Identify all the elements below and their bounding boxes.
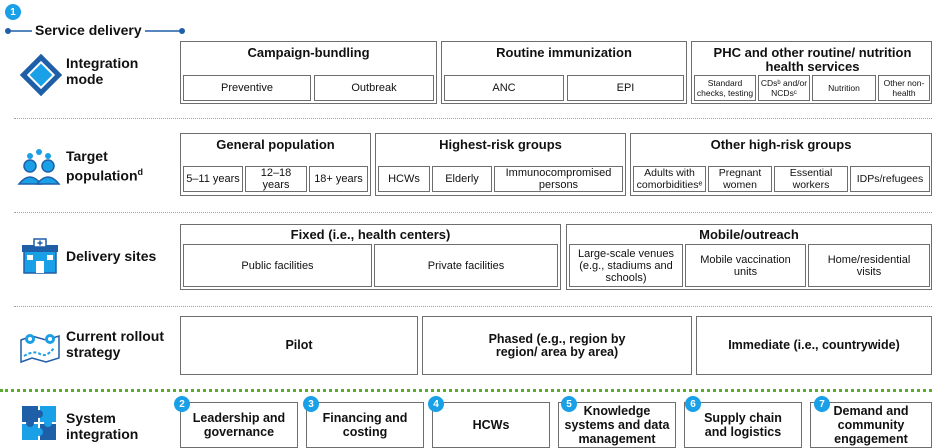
routine-immunization-header: Routine immunization (496, 45, 632, 60)
fixed-sites-group (180, 224, 561, 290)
population-cell: Immunocompromised persons (494, 166, 623, 192)
row-separator (14, 118, 932, 119)
other-high-risk-group (630, 133, 932, 196)
population-cell: Essential workers (774, 166, 848, 192)
delivery-site-cell: Mobile vaccination units (685, 244, 806, 287)
delivery-sites-title: Delivery sites (66, 248, 157, 264)
population-cell: Elderly (432, 166, 492, 192)
general-population-group (180, 133, 371, 196)
diamond-icon (19, 53, 63, 97)
green-dotted-separator (0, 389, 932, 392)
service-delivery-title: Service delivery (32, 22, 145, 38)
highest-risk-header: Highest-risk groups (439, 137, 562, 152)
system-box-leadership: Leadership and governance (180, 402, 298, 448)
step-1-badge: 1 (5, 4, 21, 20)
mobile-outreach-header: Mobile/outreach (699, 227, 799, 242)
routine-immunization-group (441, 41, 687, 104)
system-box-demand: Demand and community engagement (810, 402, 932, 448)
rollout-option: Immediate (i.e., countrywide) (696, 316, 932, 375)
rollout-option: Pilot (180, 316, 418, 375)
system-box-financing: Financing and costing (306, 402, 424, 448)
population-cell: Adults with comorbiditiesᵉ (633, 166, 706, 192)
row-separator (14, 306, 932, 307)
population-cell: 12–18 years (245, 166, 307, 192)
other-high-risk-header: Other high-risk groups (710, 137, 852, 152)
row-separator (14, 212, 932, 213)
step-7-badge: 7 (814, 396, 830, 412)
delivery-site-cell: Private facilities (374, 244, 558, 287)
system-box-knowledge: Knowledge systems and data management (558, 402, 676, 448)
fixed-sites-header: Fixed (i.e., health centers) (290, 227, 451, 242)
system-box-supply-chain: Supply chain and logistics (684, 402, 802, 448)
mobile-outreach-group (566, 224, 932, 290)
puzzle-icon (22, 406, 56, 440)
step-6-badge: 6 (685, 396, 701, 412)
rollout-option: Phased (e.g., region by region/ area by … (422, 316, 692, 375)
highest-risk-group (375, 133, 626, 196)
step-2-badge: 2 (174, 396, 190, 412)
delivery-site-cell: Home/residential visits (808, 244, 930, 287)
clinic-building-icon (22, 238, 58, 274)
people-icon (17, 149, 61, 185)
rollout-strategy-title: Current rollout strategy (66, 328, 164, 360)
campaign-bundling-group (180, 41, 437, 104)
system-box-hcws: HCWs (432, 402, 550, 448)
delivery-site-cell: Public facilities (183, 244, 372, 287)
target-population-title: Target populationd (66, 148, 144, 184)
phc-header: PHC and other routine/ nutrition health … (713, 45, 912, 74)
integration-cell: CDsᵇ and/or NCDsᶜ (758, 75, 810, 101)
phc-group (691, 41, 932, 104)
integration-cell: Nutrition (812, 75, 876, 101)
integration-cell: ANC (444, 75, 564, 101)
delivery-site-cell: Large-scale venues (e.g., stadiums and s… (569, 244, 683, 287)
integration-cell: EPI (567, 75, 684, 101)
population-cell: Pregnant women (708, 166, 772, 192)
step-3-badge: 3 (303, 396, 319, 412)
system-integration-title: System integration (66, 410, 139, 442)
integration-cell: Other non-health (878, 75, 930, 101)
integration-cell: Outbreak (314, 75, 434, 101)
population-cell: 5–11 years (183, 166, 243, 192)
population-cell: HCWs (378, 166, 430, 192)
population-cell: IDPs/refugees (850, 166, 930, 192)
campaign-bundling-header: Campaign-bundling (247, 45, 370, 60)
integration-mode-title: Integration mode (66, 55, 139, 87)
integration-cell: Preventive (183, 75, 311, 101)
step-5-badge: 5 (561, 396, 577, 412)
general-population-header: General population (216, 137, 335, 152)
step-4-badge: 4 (428, 396, 444, 412)
route-map-icon (20, 334, 60, 364)
footnote-d: d (137, 167, 144, 177)
integration-cell: Standard checks, testing (694, 75, 756, 101)
population-cell: 18+ years (309, 166, 368, 192)
